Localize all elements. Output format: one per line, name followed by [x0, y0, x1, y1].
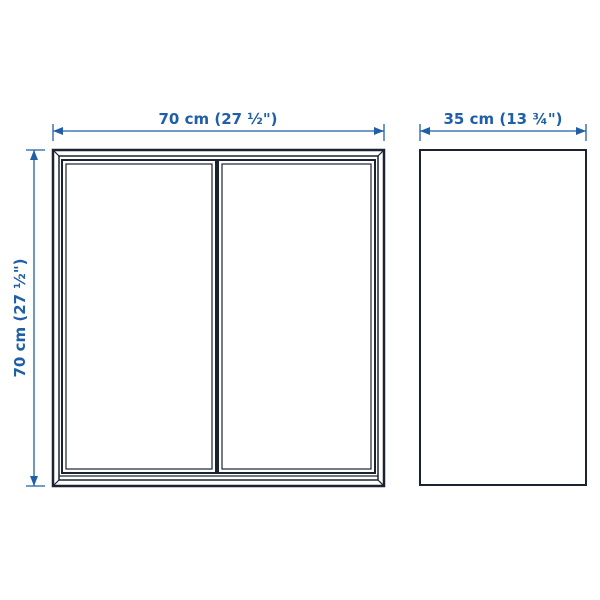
bevel-bottom-right: [377, 479, 385, 487]
height-dimension-label: 70 cm (27 ½"): [11, 259, 29, 378]
bevel-top-right: [377, 149, 385, 157]
cabinet-inner-frame: [58, 155, 379, 481]
cabinet-front-view: [51, 148, 386, 488]
cabinet-outer-frame: [51, 148, 386, 488]
depth-dimension-label: 35 cm (13 ¾"): [444, 110, 563, 128]
depth-arrow-left: [420, 127, 430, 135]
left-door-frame: [61, 159, 217, 474]
width-dimension: [52, 124, 385, 141]
depth-dimension: [419, 124, 587, 141]
height-arrow-top: [30, 150, 38, 160]
right-door-glass: [221, 163, 372, 470]
right-door-frame: [217, 159, 376, 474]
width-arrow-right: [374, 127, 384, 135]
cabinet-side-view: [419, 149, 587, 486]
width-dimension-label: 70 cm (27 ½"): [159, 110, 278, 128]
width-arrow-left: [53, 127, 63, 135]
left-door-glass: [65, 163, 213, 470]
depth-arrow-right: [576, 127, 586, 135]
cabinet-side-outline: [419, 149, 587, 486]
bevel-bottom-left: [52, 479, 60, 487]
height-arrow-bottom: [30, 476, 38, 486]
height-dimension: [26, 149, 45, 487]
bevel-top-left: [52, 149, 60, 157]
